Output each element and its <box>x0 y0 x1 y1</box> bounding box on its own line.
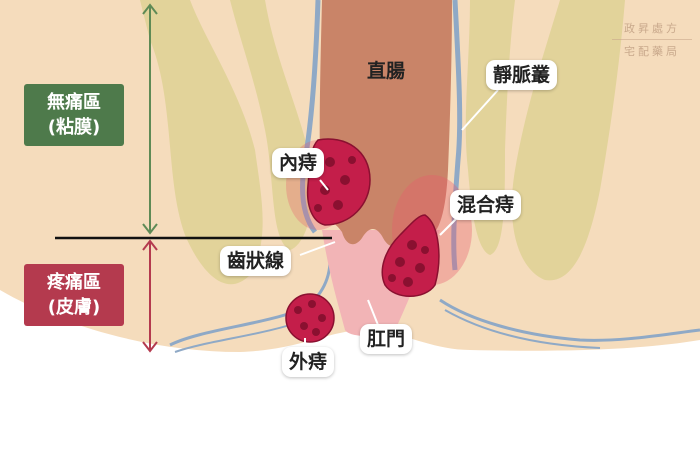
painful-zone-label: 疼痛區 (皮膚) <box>24 264 124 326</box>
mixed-hemorrhoid-label: 混合痔 <box>450 190 522 220</box>
painful-zone-arrow <box>142 239 158 353</box>
sphincter-outline-right <box>439 298 700 342</box>
muscle-left-outer <box>140 0 263 285</box>
muscle-left-inner <box>230 0 313 250</box>
painless-zone-subtitle: (粘膜) <box>47 117 101 138</box>
watermark-line2: 宅配藥局 <box>624 45 680 58</box>
mixed-hemorrhoid <box>381 214 440 297</box>
painless-zone-arrow <box>142 3 158 235</box>
sphincter-outline-right-2 <box>444 309 601 349</box>
venous-plexus-right <box>451 0 463 271</box>
hemorrhoid-clots <box>294 156 429 336</box>
label-leaders <box>299 89 499 345</box>
painful-zone-subtitle: (皮膚) <box>47 297 101 318</box>
rectum-label: 直腸 <box>367 60 406 82</box>
external-hemorrhoid-label: 外痔 <box>282 347 335 377</box>
painless-zone-label: 無痛區 (粘膜) <box>24 84 124 146</box>
internal-hemorrhoid-label: 內痔 <box>272 148 325 178</box>
painless-zone-title: 無痛區 <box>47 92 101 113</box>
watermark: 政昇處方 宅配藥局 <box>612 20 692 59</box>
painful-zone-title: 疼痛區 <box>47 272 101 293</box>
watermark-divider <box>612 39 692 40</box>
venous-plexus-label: 靜脈叢 <box>486 60 558 90</box>
dentate-line-label: 齒狀線 <box>220 246 292 276</box>
anus-label: 肛門 <box>360 324 413 354</box>
watermark-line1: 政昇處方 <box>624 22 680 35</box>
